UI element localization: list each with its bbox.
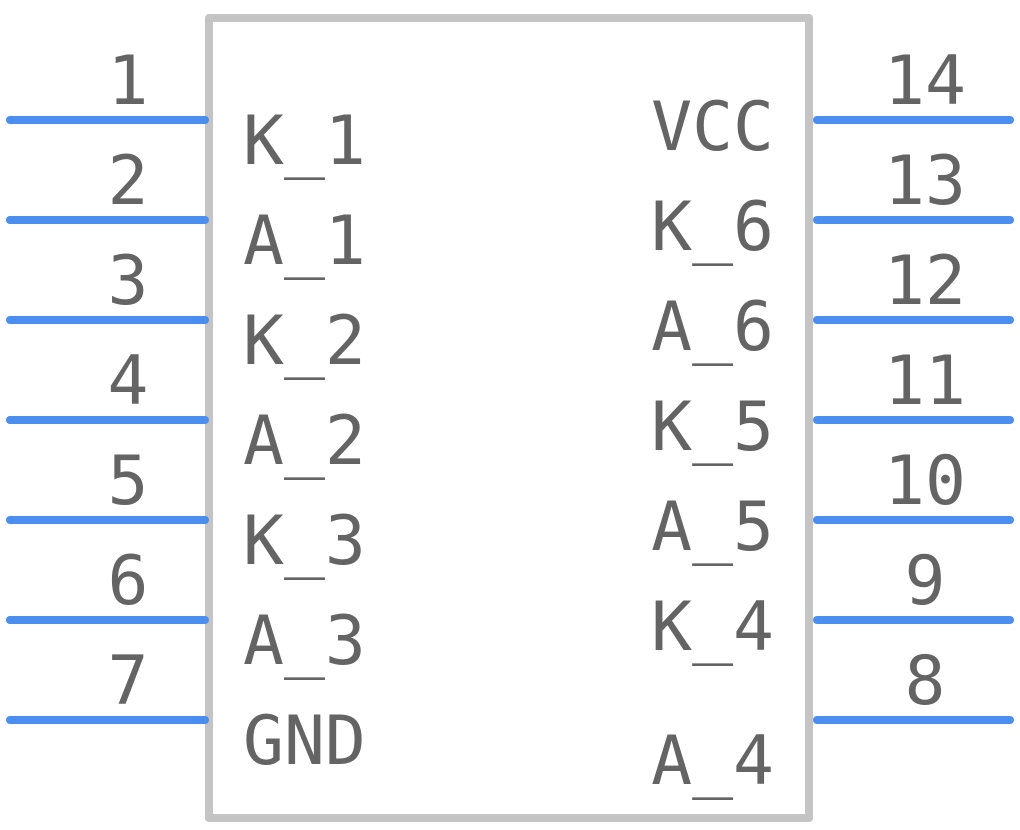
pin-label: K_5	[651, 388, 774, 467]
pin-label: GND	[243, 702, 366, 781]
left-pin-5: 5K_3	[6, 442, 366, 581]
pin-label: K_1	[243, 102, 366, 181]
pin-number: 12	[884, 242, 966, 321]
pin-label: A_4	[651, 722, 774, 801]
left-pin-2: 2A_1	[6, 142, 366, 281]
pin-number: 3	[108, 242, 149, 321]
right-pin-11: 11K_5	[651, 342, 1014, 467]
left-pin-4: 4A_2	[6, 342, 366, 481]
ic-body-outline	[205, 14, 813, 822]
pin-number: 9	[905, 542, 946, 621]
pin-label: K_2	[243, 302, 366, 381]
pin-number: 2	[108, 142, 149, 221]
pin-number: 8	[905, 642, 946, 721]
pin-number: 6	[108, 542, 149, 621]
left-pin-1: 1K_1	[6, 42, 366, 181]
pin-label: K_4	[651, 588, 774, 667]
pin-label: VCC	[651, 88, 774, 167]
pin-label: K_3	[243, 502, 366, 581]
pin-number: 7	[108, 642, 149, 721]
pin-number: 13	[884, 142, 966, 221]
pin-number: 4	[108, 342, 149, 421]
left-pin-6: 6A_3	[6, 542, 366, 681]
right-pin-13: 13K_6	[651, 142, 1014, 267]
pin-number: 1	[108, 42, 149, 121]
pin-label: K_6	[651, 188, 774, 267]
right-pin-8: 8A_4	[651, 642, 1014, 801]
pin-number: 14	[884, 42, 966, 121]
pin-number: 10	[884, 442, 966, 521]
pin-label: A_1	[243, 202, 366, 281]
pin-label: A_5	[651, 488, 774, 567]
pin-number: 5	[108, 442, 149, 521]
right-pin-9: 9K_4	[651, 542, 1014, 667]
pin-label: A_2	[243, 402, 366, 481]
right-pin-12: 12A_6	[651, 242, 1014, 367]
right-pin-10: 10A_5	[651, 442, 1014, 567]
pin-number: 11	[884, 342, 966, 421]
left-pin-3: 3K_2	[6, 242, 366, 381]
pin-label: A_3	[243, 602, 366, 681]
pin-label: A_6	[651, 288, 774, 367]
